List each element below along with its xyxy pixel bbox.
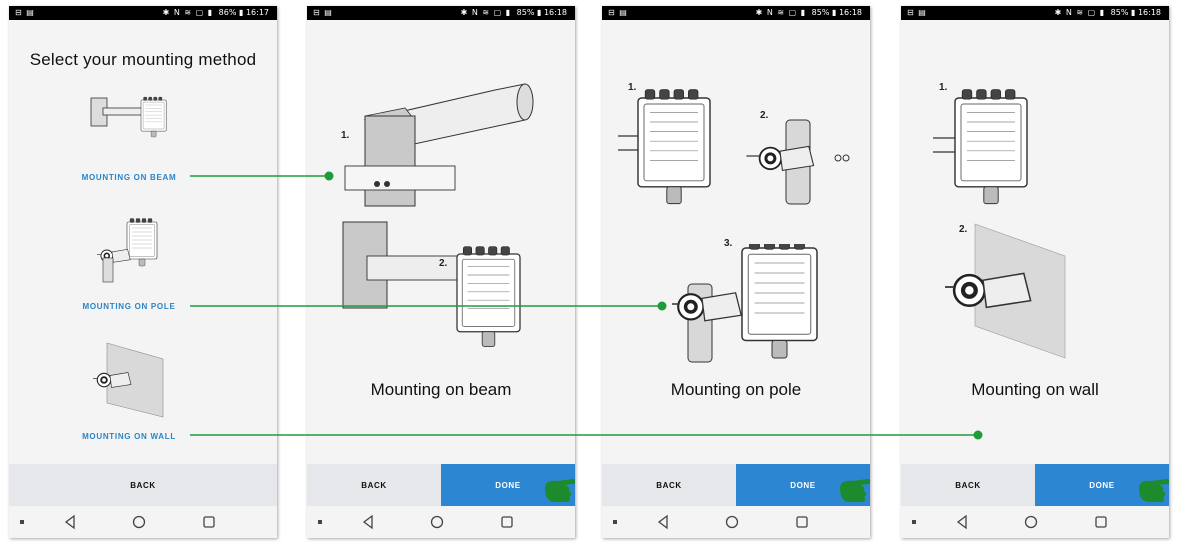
done-label: DONE (495, 480, 521, 490)
status-icons: ✱ N ≋ ▢ ▮ (162, 8, 214, 17)
pole-step1-illustration (618, 88, 711, 205)
option-mounting-on-beam[interactable]: MOUNTING ON BEAM (81, 173, 177, 182)
phone-screen-select-method: ⊟ ▤ ✱ N ≋ ▢ ▮ 86% ▮ 16:17 Select your mo… (9, 6, 277, 538)
battery-icon: ▮ (831, 8, 837, 17)
done-button[interactable]: DONE (1035, 464, 1169, 506)
screen-caption: Mounting on pole (670, 380, 802, 399)
bottom-bar: BACK DONE (602, 464, 870, 506)
back-triangle-icon[interactable] (361, 514, 375, 530)
status-bar: ⊟ ▤ ✱ N ≋ ▢ ▮ 85% ▮ 16:18 (602, 6, 870, 20)
back-button[interactable]: BACK (602, 464, 736, 506)
pointing-hand-icon (545, 479, 575, 502)
battery-percent: 85% (516, 8, 535, 17)
bottom-bar: BACK DONE (307, 464, 575, 506)
pointing-hand-icon (840, 479, 870, 502)
step-number: 2. (760, 110, 769, 121)
phone-screen-beam: ⊟ ▤ ✱ N ≋ ▢ ▮ 85% ▮ 16:18 1. 2. Mounting… (307, 6, 575, 538)
notification-icons: ⊟ ▤ (15, 8, 35, 17)
overview-square-icon[interactable] (499, 514, 515, 530)
overview-square-icon[interactable] (794, 514, 810, 530)
option-mounting-on-wall[interactable]: MOUNTING ON WALL (82, 432, 176, 441)
phone-screen-wall: ⊟ ▤ ✱ N ≋ ▢ ▮ 85% ▮ 16:18 1. 2. Mounting… (901, 6, 1169, 538)
battery-icon: ▮ (536, 8, 542, 17)
option-mounting-on-pole[interactable]: MOUNTING ON POLE (82, 302, 176, 311)
beam-step2-illustration (342, 221, 521, 348)
battery-icon: ▮ (1130, 8, 1136, 17)
clock-time: 16:18 (543, 8, 567, 17)
recent-apps-icon[interactable] (911, 514, 919, 530)
wall-step2-illustration (945, 223, 1066, 359)
pointing-hand-icon (1139, 479, 1169, 502)
battery-icon: ▮ (238, 8, 244, 17)
android-nav-bar (602, 506, 870, 538)
home-circle-icon[interactable] (724, 514, 740, 530)
beam-step1-illustration (344, 83, 534, 207)
overview-square-icon[interactable] (1093, 514, 1109, 530)
step-number: 1. (341, 130, 350, 141)
back-button[interactable]: BACK (9, 464, 277, 506)
step-number: 2. (439, 258, 448, 269)
wall-mount-thumbnail[interactable] (93, 341, 167, 421)
overview-square-icon[interactable] (201, 514, 217, 530)
done-label: DONE (790, 480, 816, 490)
battery-percent: 85% (811, 8, 830, 17)
screen-caption: Mounting on beam (370, 380, 512, 399)
step-number: 1. (939, 82, 948, 93)
back-triangle-icon[interactable] (955, 514, 969, 530)
back-button[interactable]: BACK (901, 464, 1035, 506)
step-number: 3. (724, 238, 733, 249)
notification-icons: ⊟ ▤ (907, 8, 927, 17)
android-nav-bar (9, 506, 277, 538)
bottom-bar: BACK (9, 464, 277, 506)
pole-mount-thumbnail[interactable] (97, 218, 169, 288)
android-nav-bar (307, 506, 575, 538)
notification-icons: ⊟ ▤ (313, 8, 333, 17)
pole-step2-illustration (745, 119, 850, 205)
done-button[interactable]: DONE (736, 464, 870, 506)
android-nav-bar (901, 506, 1169, 538)
status-bar: ⊟ ▤ ✱ N ≋ ▢ ▮ 85% ▮ 16:18 (901, 6, 1169, 20)
beam-mount-thumbnail[interactable] (89, 94, 175, 150)
done-button[interactable]: DONE (441, 464, 575, 506)
done-label: DONE (1089, 480, 1115, 490)
pole-step3-illustration (672, 244, 818, 363)
wall-step1-illustration (933, 88, 1028, 205)
battery-percent: 85% (1110, 8, 1129, 17)
back-triangle-icon[interactable] (656, 514, 670, 530)
recent-apps-icon[interactable] (317, 514, 325, 530)
step-number: 2. (959, 224, 968, 235)
screen-caption: Mounting on wall (971, 380, 1099, 399)
back-triangle-icon[interactable] (63, 514, 77, 530)
page-title: Select your mounting method (29, 50, 257, 69)
phone-screen-pole: ⊟ ▤ ✱ N ≋ ▢ ▮ 85% ▮ 16:18 1. 2. 3. Mount… (602, 6, 870, 538)
bottom-bar: BACK DONE (901, 464, 1169, 506)
status-icons: ✱ N ≋ ▢ ▮ (755, 8, 807, 17)
clock-time: 16:17 (245, 8, 269, 17)
status-icons: ✱ N ≋ ▢ ▮ (460, 8, 512, 17)
clock-time: 16:18 (838, 8, 862, 17)
home-circle-icon[interactable] (131, 514, 147, 530)
clock-time: 16:18 (1137, 8, 1161, 17)
home-circle-icon[interactable] (429, 514, 445, 530)
step-number: 1. (628, 82, 637, 93)
recent-apps-icon[interactable] (612, 514, 620, 530)
back-button[interactable]: BACK (307, 464, 441, 506)
home-circle-icon[interactable] (1023, 514, 1039, 530)
status-bar: ⊟ ▤ ✱ N ≋ ▢ ▮ 86% ▮ 16:17 (9, 6, 277, 20)
recent-apps-icon[interactable] (19, 514, 27, 530)
battery-percent: 86% (218, 8, 237, 17)
notification-icons: ⊟ ▤ (608, 8, 628, 17)
status-bar: ⊟ ▤ ✱ N ≋ ▢ ▮ 85% ▮ 16:18 (307, 6, 575, 20)
status-icons: ✱ N ≋ ▢ ▮ (1054, 8, 1106, 17)
